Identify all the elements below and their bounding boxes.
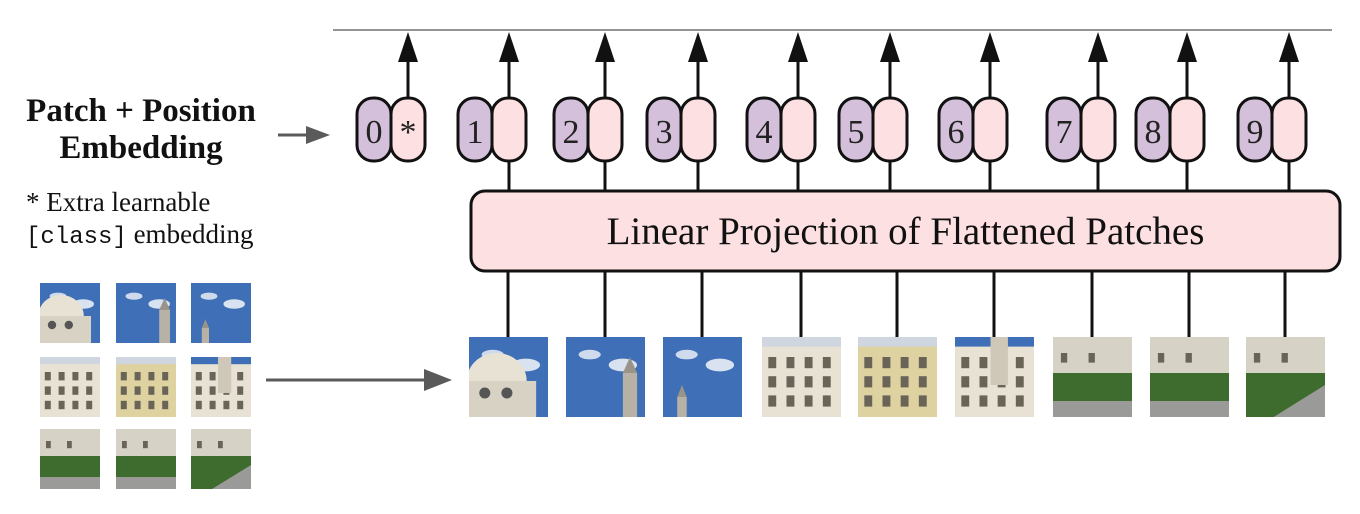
extra-learnable-note: * Extra learnable [class] embedding (26, 186, 296, 254)
patch-position-embedding-label: Patch + Position Embedding (8, 93, 274, 167)
patch-embedding-pill (871, 96, 909, 163)
patch-embedding-pill (490, 96, 528, 163)
grid-patch-garden-center (116, 429, 176, 489)
output-arrow (595, 32, 615, 98)
linear-projection-box (469, 189, 1342, 273)
sequence-patch-dome (469, 337, 548, 417)
token-4: 4 (745, 96, 817, 163)
token-8: 8 (1134, 96, 1206, 163)
position-index: 8 (1145, 114, 1162, 151)
token-5: 5 (837, 96, 909, 163)
output-arrow (1088, 32, 1108, 98)
grid-patch-garden-right (191, 429, 251, 489)
sequence-patch-sky-spire (663, 337, 742, 417)
position-index: 4 (756, 114, 773, 151)
position-index: 7 (1056, 114, 1073, 151)
output-arrow (880, 32, 900, 98)
output-arrow (398, 32, 418, 98)
token-2: 2 (552, 96, 624, 163)
position-index: 1 (467, 114, 484, 151)
grid-patch-facade-left (40, 357, 100, 417)
patch-embedding-pill (779, 96, 817, 163)
output-arrow (980, 32, 1000, 98)
class-token-code: [class] (26, 224, 127, 251)
sequence-patch-garden-left (1053, 337, 1132, 417)
patch-embedding-pill (586, 96, 624, 163)
sequence-patch-facade-left (762, 337, 841, 417)
token-6: 6 (937, 96, 1009, 163)
position-index: 9 (1247, 114, 1264, 151)
output-arrow (1279, 32, 1299, 98)
sequence-patch-facade-center (858, 337, 937, 417)
extra-learnable-line: * Extra learnable (26, 187, 211, 217)
grid-patch-facade-right (191, 357, 251, 417)
sequence-patch-facade-right (955, 337, 1034, 417)
position-index: 5 (848, 114, 865, 151)
patch-position-line1: Patch + Position (26, 93, 256, 129)
token-0: 0* (355, 96, 427, 163)
sequence-patch-sky-tower (566, 337, 645, 417)
token-9: 9 (1236, 96, 1308, 163)
sequence-patch-garden-right (1246, 337, 1325, 417)
patch-embedding-pill (971, 96, 1009, 163)
token-1: 1 (456, 96, 528, 163)
patch-embedding-pill (1270, 96, 1308, 163)
output-arrow (688, 32, 708, 98)
position-index: 6 (948, 114, 965, 151)
class-marker: * (400, 114, 417, 151)
output-arrow (788, 32, 808, 98)
patch-embedding-pill (679, 96, 717, 163)
token-7: 7 (1045, 96, 1117, 163)
grid-patch-sky-spire (191, 283, 251, 343)
position-index: 3 (656, 114, 673, 151)
grid-patch-dome (40, 283, 100, 343)
token-3: 3 (645, 96, 717, 163)
sequence-patch-garden-center (1150, 337, 1229, 417)
output-arrow (499, 32, 519, 98)
patch-embedding-pill (1079, 96, 1117, 163)
grid-patch-garden-left (40, 429, 100, 489)
patch-embedding-pill (389, 96, 427, 163)
grid-patch-facade-center (116, 357, 176, 417)
patch-embedding-pill (1168, 96, 1206, 163)
patches-to-sequence-arrow (266, 369, 452, 391)
position-index: 0 (366, 114, 383, 151)
embedding-pointer-arrow (278, 126, 330, 144)
class-embedding-line: [class] embedding (26, 218, 296, 254)
patch-position-line2: Embedding (59, 130, 223, 166)
output-arrow (1177, 32, 1197, 98)
class-embedding-word: embedding (126, 219, 254, 249)
grid-patch-sky-tower (116, 283, 176, 343)
position-index: 2 (563, 114, 580, 151)
